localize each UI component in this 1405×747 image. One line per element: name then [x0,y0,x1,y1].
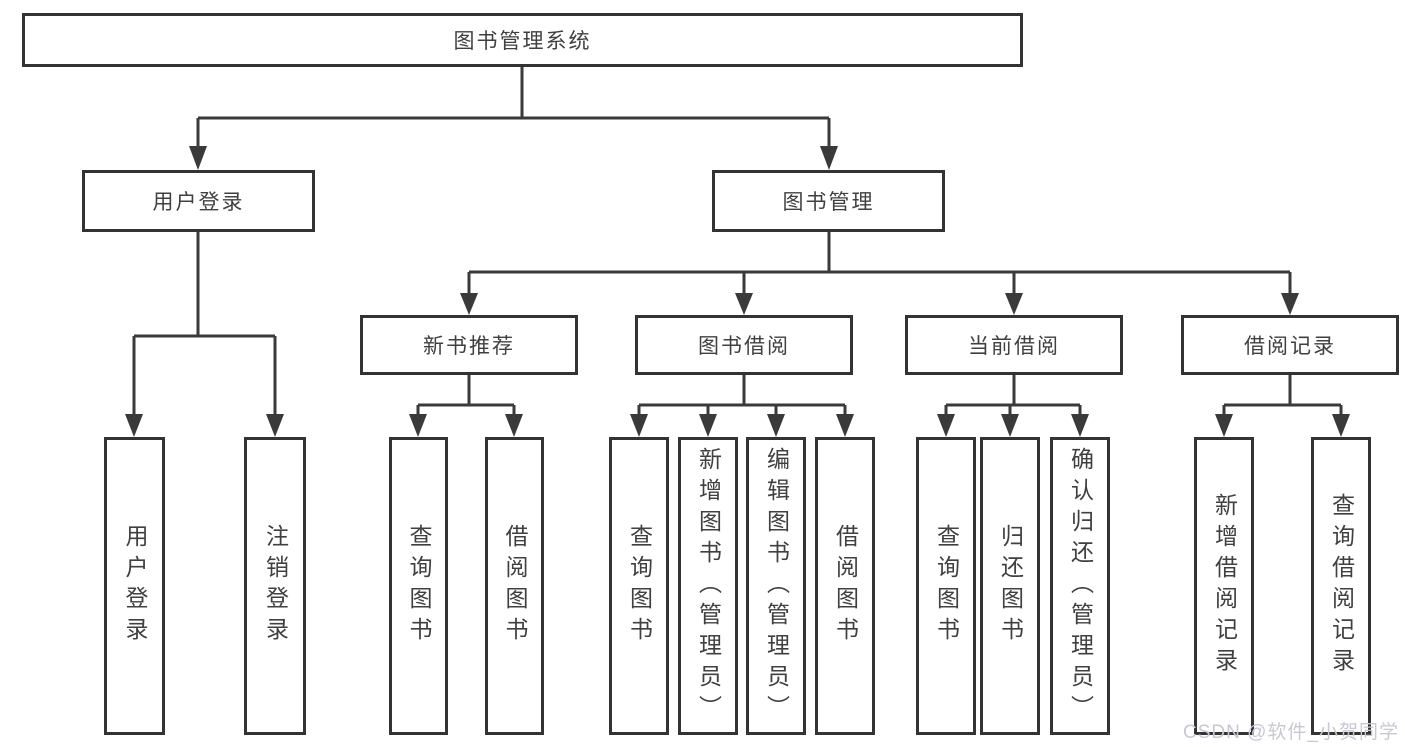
node-borrow-records: 借阅记录 [1181,315,1399,375]
node-book-management: 图书管理 [712,170,945,232]
node-new-book-recommend: 新书推荐 [360,315,578,375]
node-current-borrow: 当前借阅 [905,315,1123,375]
leaf-confirm-return-admin: 确认归还（管理员） [1050,437,1110,735]
leaf-query-books-borrow: 查询图书 [609,437,669,735]
node-book-borrow: 图书借阅 [635,315,853,375]
leaf-add-book-admin: 新增图书（管理员） [678,437,738,735]
leaf-logout: 注销登录 [244,437,306,735]
leaf-edit-book-admin: 编辑图书（管理员） [746,437,806,735]
leaf-user-login: 用户登录 [104,437,165,735]
leaf-query-books-current: 查询图书 [916,437,976,735]
leaf-borrow-books-recommend: 借阅图书 [485,437,544,735]
node-system-root: 图书管理系统 [22,13,1023,67]
leaf-query-borrow-record: 查询借阅记录 [1311,437,1371,735]
leaf-query-books-recommend: 查询图书 [389,437,448,735]
leaf-add-borrow-record: 新增借阅记录 [1194,437,1254,735]
leaf-borrow-books: 借阅图书 [815,437,875,735]
watermark: CSDN @软件_小贺同学 [1183,722,1399,743]
node-user-login: 用户登录 [82,170,315,232]
leaf-return-books: 归还图书 [980,437,1040,735]
